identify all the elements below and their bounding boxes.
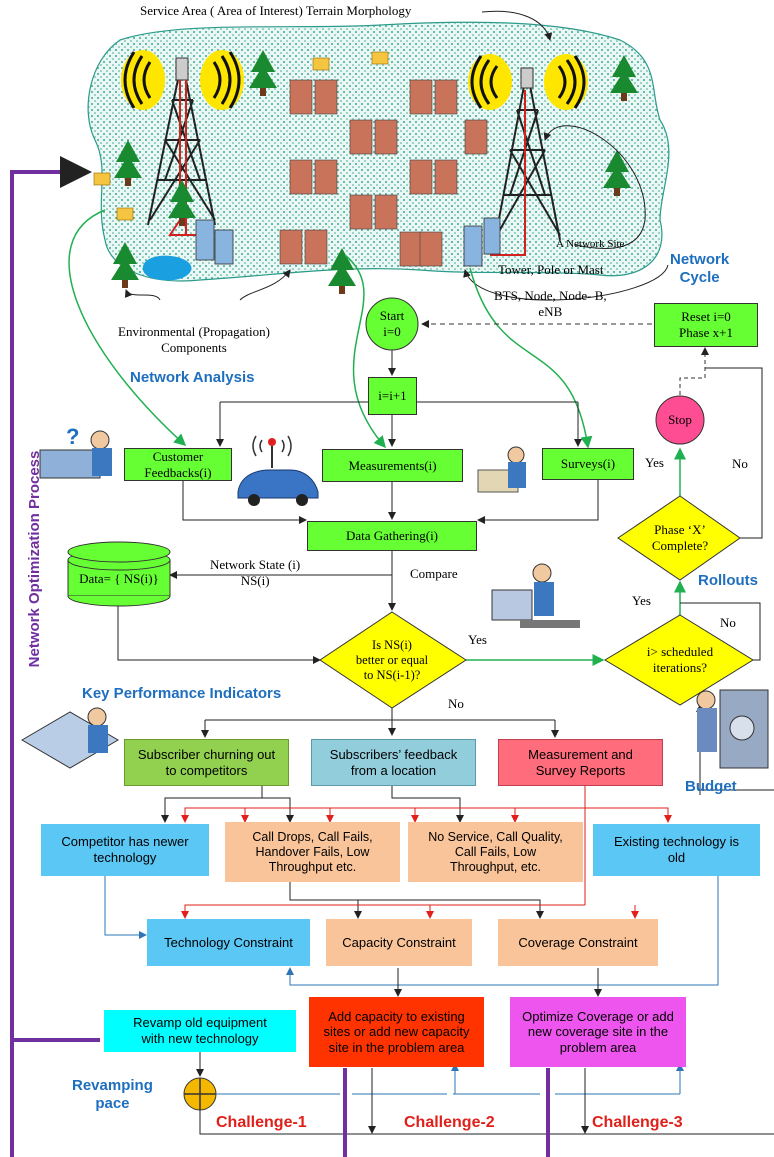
network-site-label: A Network Site: [556, 238, 625, 250]
svg-text:?: ?: [66, 424, 79, 449]
compare-label: Compare: [410, 566, 458, 581]
budget-heading: Budget: [685, 778, 737, 795]
increment-box: i=i+1: [368, 377, 417, 415]
house-icons: [279, 79, 488, 267]
surveys-box: Surveys(i): [542, 448, 634, 480]
optimize-box: Optimize Coverage or add new coverage si…: [510, 997, 686, 1067]
planner-icon: [21, 707, 119, 769]
kpi-feedback-box: Subscribers’ feedback from a location: [311, 739, 476, 786]
kpi-churn-box: Subscriber churning out to competitors: [124, 739, 289, 786]
kpi-heading: Key Performance Indicators: [82, 685, 282, 702]
network-cycle-heading: Network Cycle: [670, 251, 730, 286]
data-store-cylinder: [67, 541, 171, 607]
tree-icons: [111, 50, 638, 294]
cause-drops-box: Call Drops, Call Fails, Handover Fails, …: [225, 822, 400, 882]
stop-circle: [655, 395, 705, 445]
cause-competitor-box: Competitor has newer technology: [41, 824, 209, 876]
data-gathering-box: Data Gathering(i): [307, 521, 477, 551]
no-phase-label: No: [732, 456, 748, 471]
tower-left-icon: [121, 50, 244, 236]
no-ns-label: No: [448, 696, 464, 711]
technology-constraint-box: Technology Constraint: [147, 919, 310, 966]
yes-iter-label: Yes: [632, 593, 651, 608]
decision-iter-diamond: [604, 614, 754, 706]
reset-box: Reset i=0 Phase x+1: [654, 303, 758, 347]
decision-ns-text: Is NS(i) better or equal to NS(i-1)?: [355, 637, 429, 682]
decision-phase-text: Phase ‘X’ Complete?: [651, 522, 709, 553]
cause-noservice-box: No Service, Call Quality, Call Fails, Lo…: [408, 822, 583, 882]
capacity-constraint-box: Capacity Constraint: [326, 919, 472, 966]
no-iter-label: No: [720, 615, 736, 630]
measurements-box: Measurements(i): [322, 449, 463, 482]
surveyor-icon: [477, 446, 526, 493]
environmental-label: Environmental (Propagation) Components: [118, 324, 270, 355]
stop-node: Stop: [668, 412, 692, 428]
lake-icon: [142, 255, 192, 281]
customer-feedbacks-box: Customer Feedbacks(i): [124, 448, 232, 481]
tower-right-icon: [468, 54, 588, 256]
decision-iter-text: i> scheduled iterations?: [646, 644, 714, 675]
car-icon: [237, 435, 319, 506]
coverage-constraint-box: Coverage Constraint: [498, 919, 658, 966]
add-capacity-box: Add capacity to existing sites or add ne…: [309, 997, 484, 1067]
kpi-reports-box: Measurement and Survey Reports: [498, 739, 663, 786]
data-store-label: Data= { NS(i)}: [79, 571, 159, 587]
revamping-pace-heading: Revamping pace: [72, 1077, 153, 1112]
challenge-3-label: Challenge-3: [592, 1114, 683, 1131]
building-icons: [195, 217, 501, 267]
optimization-process-heading: Network Optimization Process: [26, 450, 43, 668]
revamp-box: Revamp old equipment with new technology: [104, 1010, 296, 1052]
tower-label: Tower, Pole or Mast: [498, 262, 604, 277]
yes-phase-label: Yes: [645, 455, 664, 470]
terrain-title: Service Area ( Area of Interest) Terrain…: [140, 3, 412, 18]
small-house-icons: [93, 51, 389, 221]
cause-oldtech-box: Existing technology is old: [593, 824, 760, 876]
yes-ns-label: Yes: [468, 632, 487, 647]
lab-scientist-icon: [491, 563, 580, 628]
decision-phase-diamond: [617, 495, 741, 581]
optimization-loop-line: [10, 156, 92, 1157]
customer-agent-icon: ?: [39, 424, 112, 479]
rollouts-heading: Rollouts: [698, 572, 758, 589]
bts-label: BTS, Node, Node- B, eNB: [494, 288, 607, 319]
start-node: Start i=0: [379, 308, 405, 339]
start-circle: [365, 297, 419, 351]
network-analysis-heading: Network Analysis: [130, 369, 255, 386]
challenge-2-label: Challenge-2: [404, 1114, 495, 1131]
budget-icon: [696, 689, 769, 769]
challenge-1-label: Challenge-1: [216, 1114, 307, 1131]
network-state-label: Network State (i) NS(i): [210, 557, 301, 588]
decision-ns-diamond: [319, 611, 467, 709]
